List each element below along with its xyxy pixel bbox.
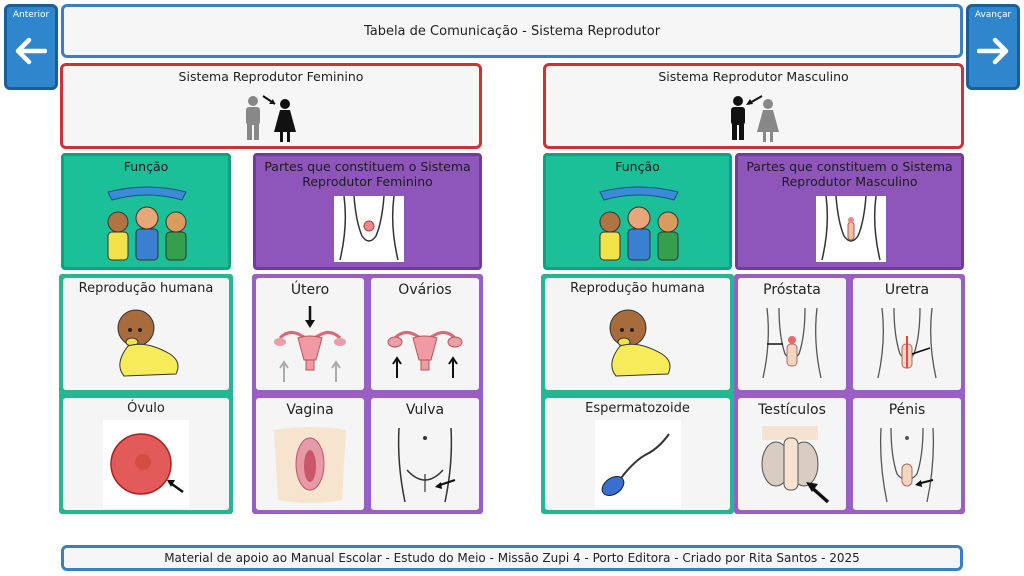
male-header-label: Sistema Reprodutor Masculino <box>658 69 849 84</box>
female-reproduction-cell[interactable]: Reprodução humana <box>63 278 229 390</box>
cell-label: Útero <box>290 282 330 298</box>
people-banner-icon <box>599 186 679 261</box>
penis-icon <box>879 427 935 503</box>
cell-label: Ovários <box>398 282 452 298</box>
female-system-header[interactable]: Sistema Reprodutor Feminino <box>60 63 482 149</box>
baby-icon <box>117 309 179 377</box>
male-parts-label: Partes que constituem o Sistema Reprodut… <box>746 159 953 189</box>
male-function-card[interactable]: Função <box>543 153 732 270</box>
male-parts-card[interactable]: Partes que constituem o Sistema Reprodut… <box>735 153 964 270</box>
people-banner-icon <box>107 186 187 261</box>
cell-label: Óvulo <box>127 401 165 416</box>
urethra-cell[interactable]: Uretra <box>853 278 961 390</box>
cell-label: Pénis <box>888 402 926 418</box>
vulva-icon <box>397 427 456 503</box>
sperm-cell[interactable]: Espermatozoide <box>545 398 730 510</box>
cell-label: Vagina <box>286 402 334 418</box>
previous-button[interactable]: Anterior <box>4 4 58 90</box>
cell-label: Reprodução humana <box>570 281 705 296</box>
next-button[interactable]: Avançar <box>966 4 1020 90</box>
cell-label: Espermatozoide <box>585 401 690 416</box>
urethra-icon <box>877 307 937 379</box>
male-system-header[interactable]: Sistema Reprodutor Masculino <box>543 63 964 149</box>
female-function-card[interactable]: Função <box>61 153 231 270</box>
function-label: Função <box>615 159 660 174</box>
cell-label: Próstata <box>763 282 821 298</box>
footer-credits: Material de apoio ao Manual Escolar - Es… <box>61 545 963 571</box>
vagina-cell[interactable]: Vagina <box>256 398 364 510</box>
vulva-cell[interactable]: Vulva <box>371 398 479 510</box>
male-body-icon <box>816 196 886 262</box>
vagina-icon <box>274 427 346 503</box>
female-parts-card[interactable]: Partes que constituem o Sistema Reprodut… <box>253 153 482 270</box>
arrow-right-icon <box>977 37 1009 65</box>
female-header-label: Sistema Reprodutor Feminino <box>178 69 364 84</box>
cell-label: Testículos <box>758 402 826 418</box>
arrow-left-icon <box>15 37 47 65</box>
cell-label: Reprodução humana <box>78 281 214 296</box>
cell-label: Vulva <box>405 402 445 418</box>
female-body-icon <box>334 196 404 262</box>
next-label: Avançar <box>974 10 1012 20</box>
sperm-icon <box>594 420 681 508</box>
previous-label: Anterior <box>12 10 50 20</box>
function-label: Função <box>123 159 169 174</box>
female-parts-label: Partes que constituem o Sistema Reprodut… <box>264 159 471 189</box>
penis-cell[interactable]: Pénis <box>853 398 961 510</box>
ovule-icon <box>103 420 189 508</box>
testicles-icon <box>761 426 830 504</box>
page-title: Tabela de Comunicação - Sistema Reprodut… <box>61 4 963 58</box>
male-reproduction-cell[interactable]: Reprodução humana <box>545 278 730 390</box>
ovaries-cell[interactable]: Ovários <box>371 278 479 390</box>
uterus-icon <box>274 306 346 382</box>
testicles-cell[interactable]: Testículos <box>738 398 846 510</box>
baby-icon <box>609 309 670 377</box>
female-ovule-cell[interactable]: Óvulo <box>63 398 229 510</box>
prostate-icon <box>762 307 822 379</box>
uterus-cell[interactable]: Útero <box>256 278 364 390</box>
cell-label: Uretra <box>884 282 930 298</box>
prostate-cell[interactable]: Próstata <box>738 278 846 390</box>
female-figure-icon <box>246 95 296 142</box>
male-figure-icon <box>730 95 779 142</box>
ovaries-icon <box>387 331 463 378</box>
